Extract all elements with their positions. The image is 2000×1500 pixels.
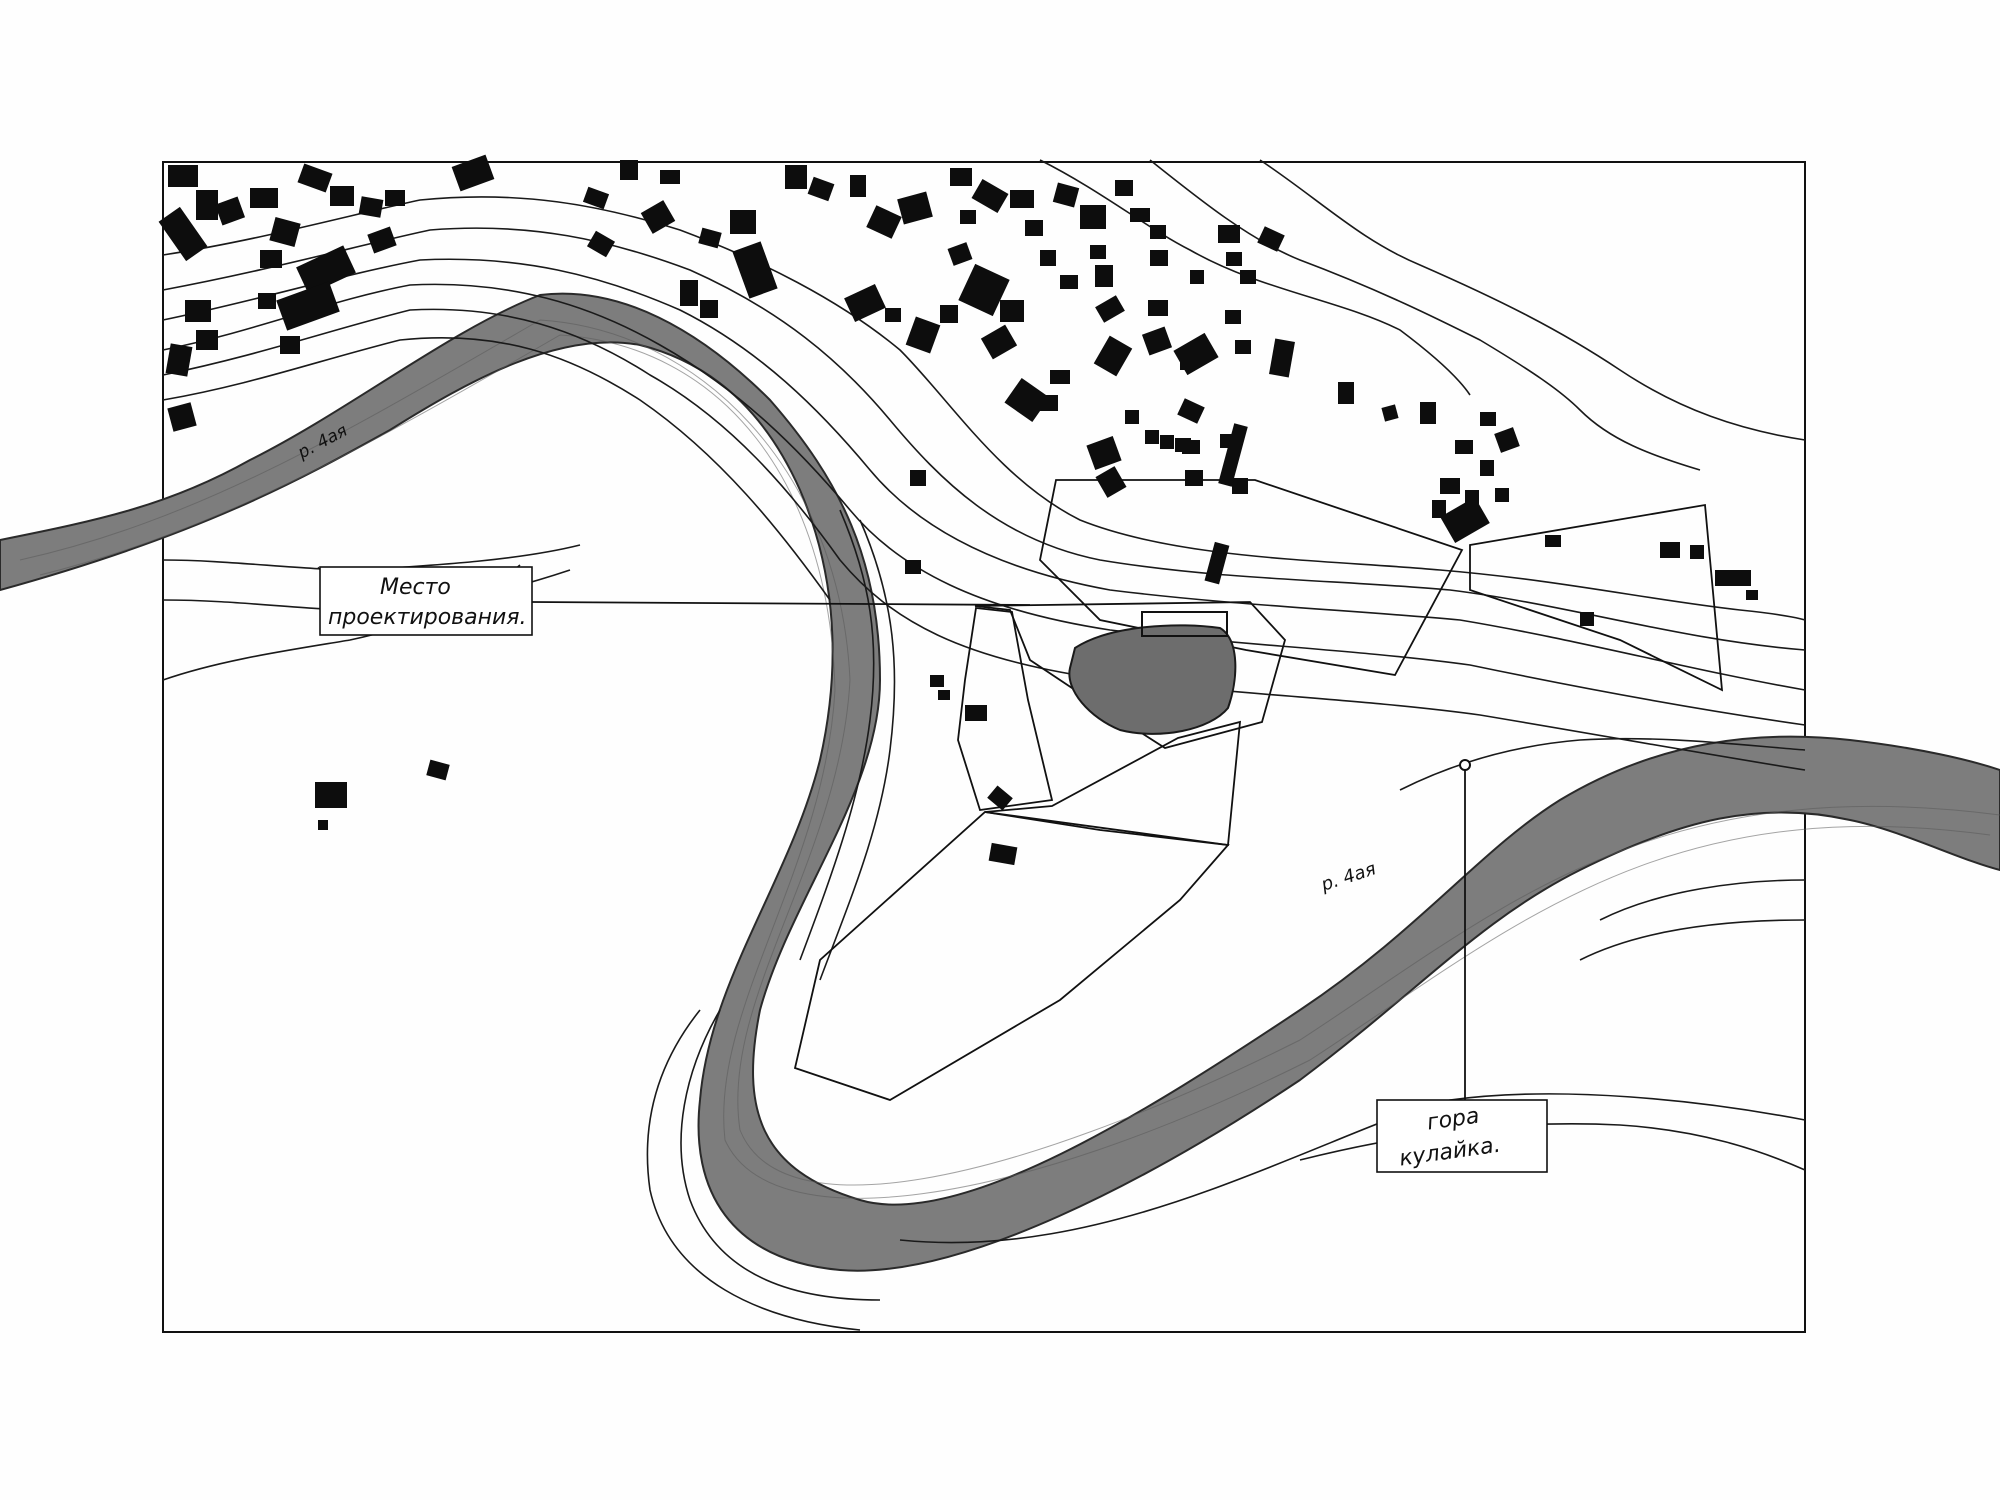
buildings [158,154,1758,866]
site-plots [793,479,1724,1101]
site-label-line1: Место [380,575,451,600]
site-label-box [319,566,533,636]
mountain-label-box [1376,1099,1548,1173]
site-label-line2: проектирования. [328,605,527,630]
river-texture-1 [19,319,2000,1186]
pond-deck [1141,611,1228,637]
plot-south-middle [984,720,1242,847]
river-texture-2 [39,334,1991,1199]
site-pond [1068,624,1237,735]
site-leader-line [531,601,1031,606]
contour-lines [162,159,1806,1331]
circle-marker-icon [1459,759,1471,771]
plot-east [1469,503,1724,692]
plot-south [793,811,1230,1101]
river-label-lower: р. 4ая [1318,858,1379,896]
plot-west [957,607,1054,811]
plot-center [974,601,1287,749]
river [0,292,2000,1272]
plot-north [1039,479,1464,676]
